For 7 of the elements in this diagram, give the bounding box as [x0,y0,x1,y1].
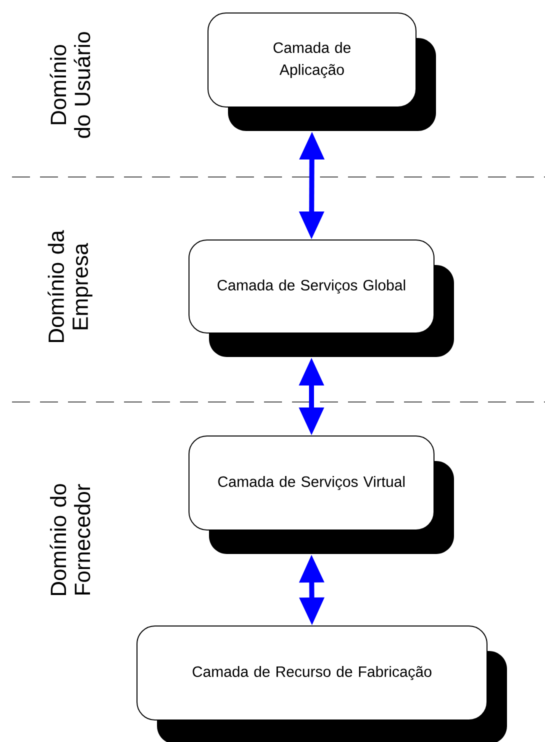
layer-box: Camada de Aplicação [208,12,436,131]
domain-label: Domínio da Empresa [48,230,92,342]
domain-label: Domínio do Fornecedor [50,484,90,596]
layer-box: Camada de Serviços Global [188,240,454,357]
layer-box: Camada de Recurso de Fabricação [136,626,507,742]
domain-label: Domínio do Usuário [50,32,90,138]
layer-box: Camada de Serviços Virtual [188,436,454,554]
